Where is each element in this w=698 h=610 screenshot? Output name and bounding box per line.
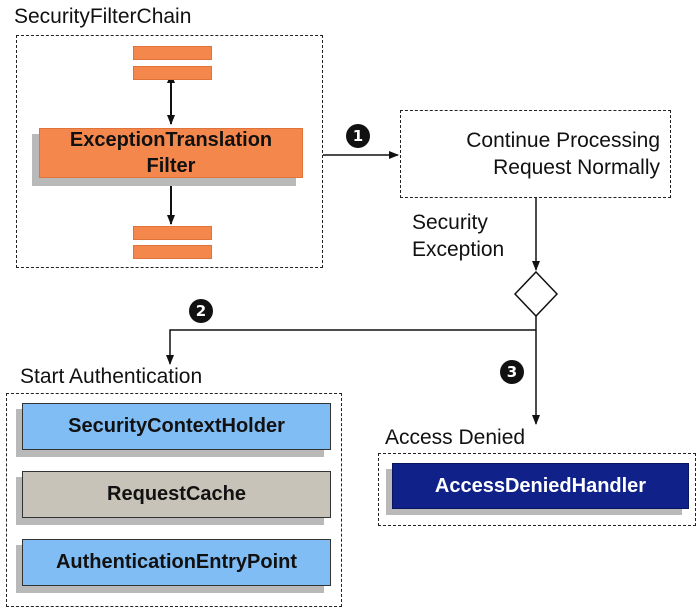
access-denied-handler[interactable]: AccessDeniedHandler — [392, 463, 689, 509]
start-authentication-container — [6, 393, 342, 607]
continue-processing-box — [400, 110, 671, 198]
request-cache[interactable]: RequestCache — [22, 471, 331, 518]
start-authentication-title: Start Authentication — [20, 365, 203, 388]
step-1-badge: 1 — [346, 124, 370, 148]
access-denied-title: Access Denied — [385, 426, 526, 449]
filter-chain-container — [16, 35, 323, 268]
decision-diamond — [513, 270, 559, 318]
access-denied-container — [378, 453, 696, 526]
exception-translation-filter[interactable]: ExceptionTranslation Filter — [39, 128, 303, 178]
authentication-entry-point[interactable]: AuthenticationEntryPoint — [22, 539, 331, 586]
step-2-badge: 2 — [189, 299, 213, 323]
filter-bar — [133, 46, 212, 60]
step-3-badge: 3 — [500, 360, 524, 384]
start-auth-arrow — [166, 329, 536, 365]
filter-bar — [133, 66, 212, 80]
continue-processing-label: Continue Processing Request Normally — [466, 129, 660, 179]
security-exception-label: Security Exception — [412, 211, 505, 261]
filter-chain-title: SecurityFilterChain — [14, 5, 192, 28]
security-context-holder[interactable]: SecurityContextHolder — [22, 403, 331, 450]
filter-bar — [133, 245, 212, 259]
filter-bar — [133, 226, 212, 240]
